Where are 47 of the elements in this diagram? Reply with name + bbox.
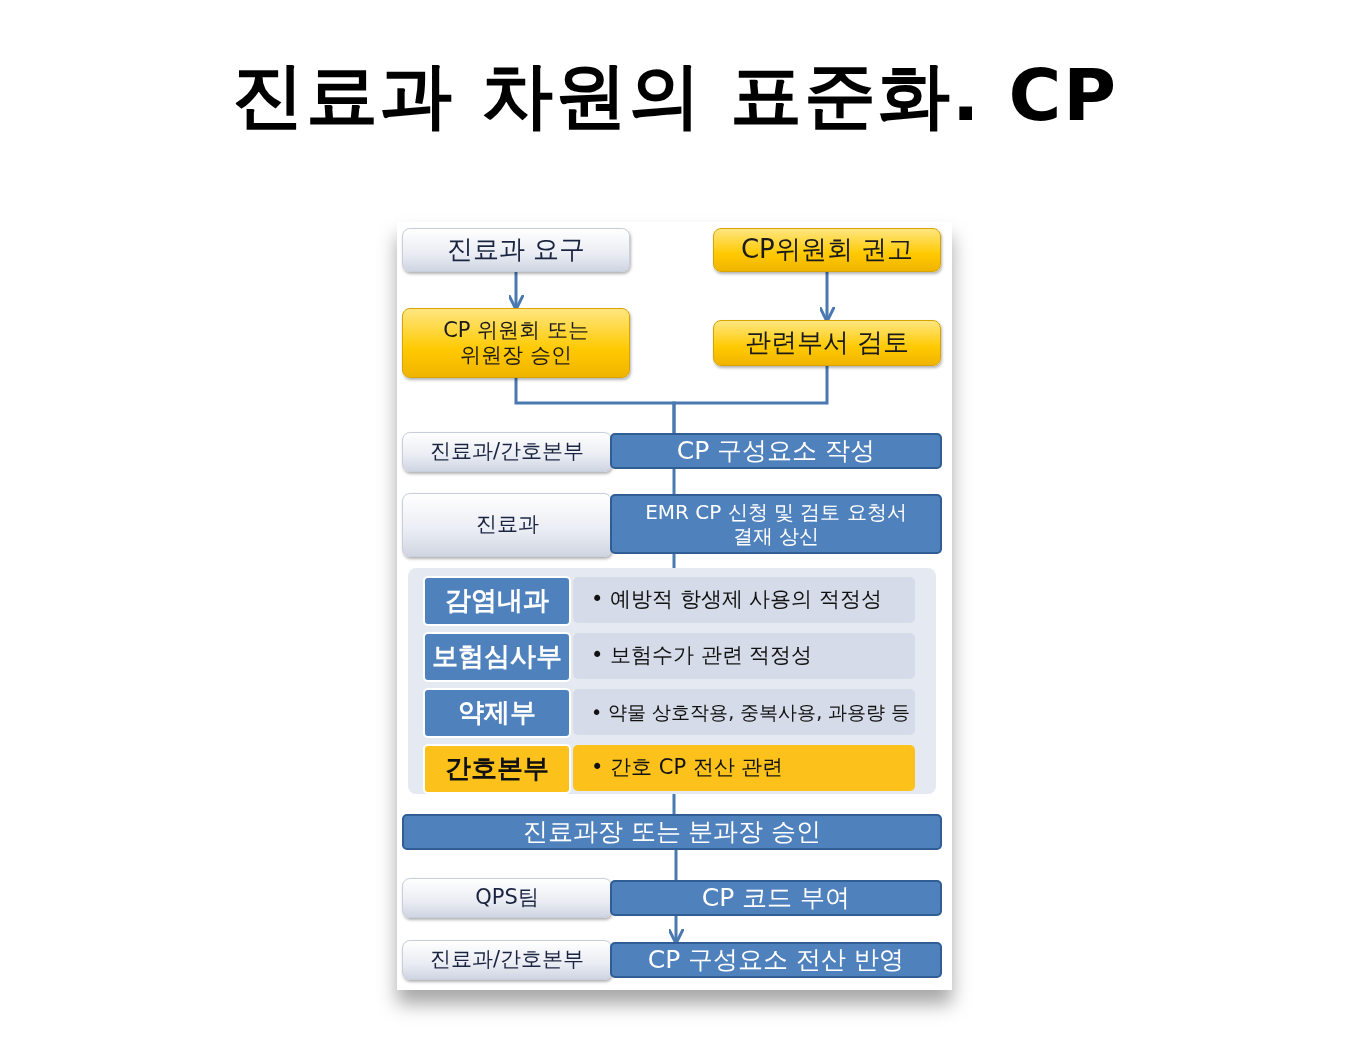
title: 진료과 차원의 표준화. CP	[230, 52, 1120, 139]
box-label: 진료과/간호본부	[429, 947, 585, 973]
box-label: CP 구성요소 작성	[676, 436, 876, 466]
department-box	[423, 744, 571, 794]
box-label: 간호본부	[445, 753, 549, 785]
connector-line	[674, 850, 678, 880]
box-label: QPS팀	[475, 885, 539, 911]
role-tab	[402, 878, 612, 918]
box-label: 약제부	[458, 697, 536, 729]
department-box	[423, 688, 571, 738]
box-label: 진료과/간호본부	[429, 439, 585, 465]
box-label: 진료과장 또는 분과장 승인	[522, 817, 822, 847]
box-label: CP위원회 권고	[740, 234, 914, 266]
review-panel	[408, 568, 936, 794]
role-tab	[402, 493, 612, 557]
review-item	[573, 745, 915, 791]
process-box	[713, 320, 941, 366]
process-box	[402, 308, 630, 378]
process-box	[610, 880, 942, 916]
role-tab	[402, 432, 612, 472]
connector-line	[672, 554, 676, 568]
box-label: • 약물 상호작용, 중복사용, 과용량 등	[591, 700, 911, 724]
role-tab	[402, 940, 612, 980]
box-label: CP 구성요소 전산 반영	[647, 945, 905, 975]
department-box	[423, 632, 571, 682]
box-label: 진료과 요구	[446, 234, 586, 266]
box-label: 감염내과	[445, 585, 549, 617]
box-label: CP 코드 부여	[701, 883, 851, 913]
process-box	[402, 814, 942, 850]
box-label: • 보험수가 관련 적정성	[591, 643, 813, 669]
box-label: 보험심사부	[432, 641, 562, 673]
process-box	[402, 228, 630, 272]
box-label: 진료과	[475, 512, 539, 538]
arrow	[667, 916, 685, 945]
process-box	[610, 433, 942, 469]
department-box	[423, 576, 571, 626]
process-box	[610, 494, 942, 554]
process-box	[610, 942, 942, 978]
box-label: 관련부서 검토	[744, 327, 910, 359]
box-label: • 간호 CP 전산 관련	[591, 755, 784, 781]
box-label: EMR CP 신청 및 검토 요청서 결재 상신	[644, 500, 908, 548]
box-label: • 예방적 항생제 사용의 적정성	[591, 587, 883, 613]
connector-line	[672, 794, 676, 814]
connector-line	[672, 469, 676, 494]
connector-line	[672, 366, 829, 433]
box-label: CP 위원회 또는 위원장 승인	[442, 317, 590, 369]
process-box	[713, 228, 941, 272]
